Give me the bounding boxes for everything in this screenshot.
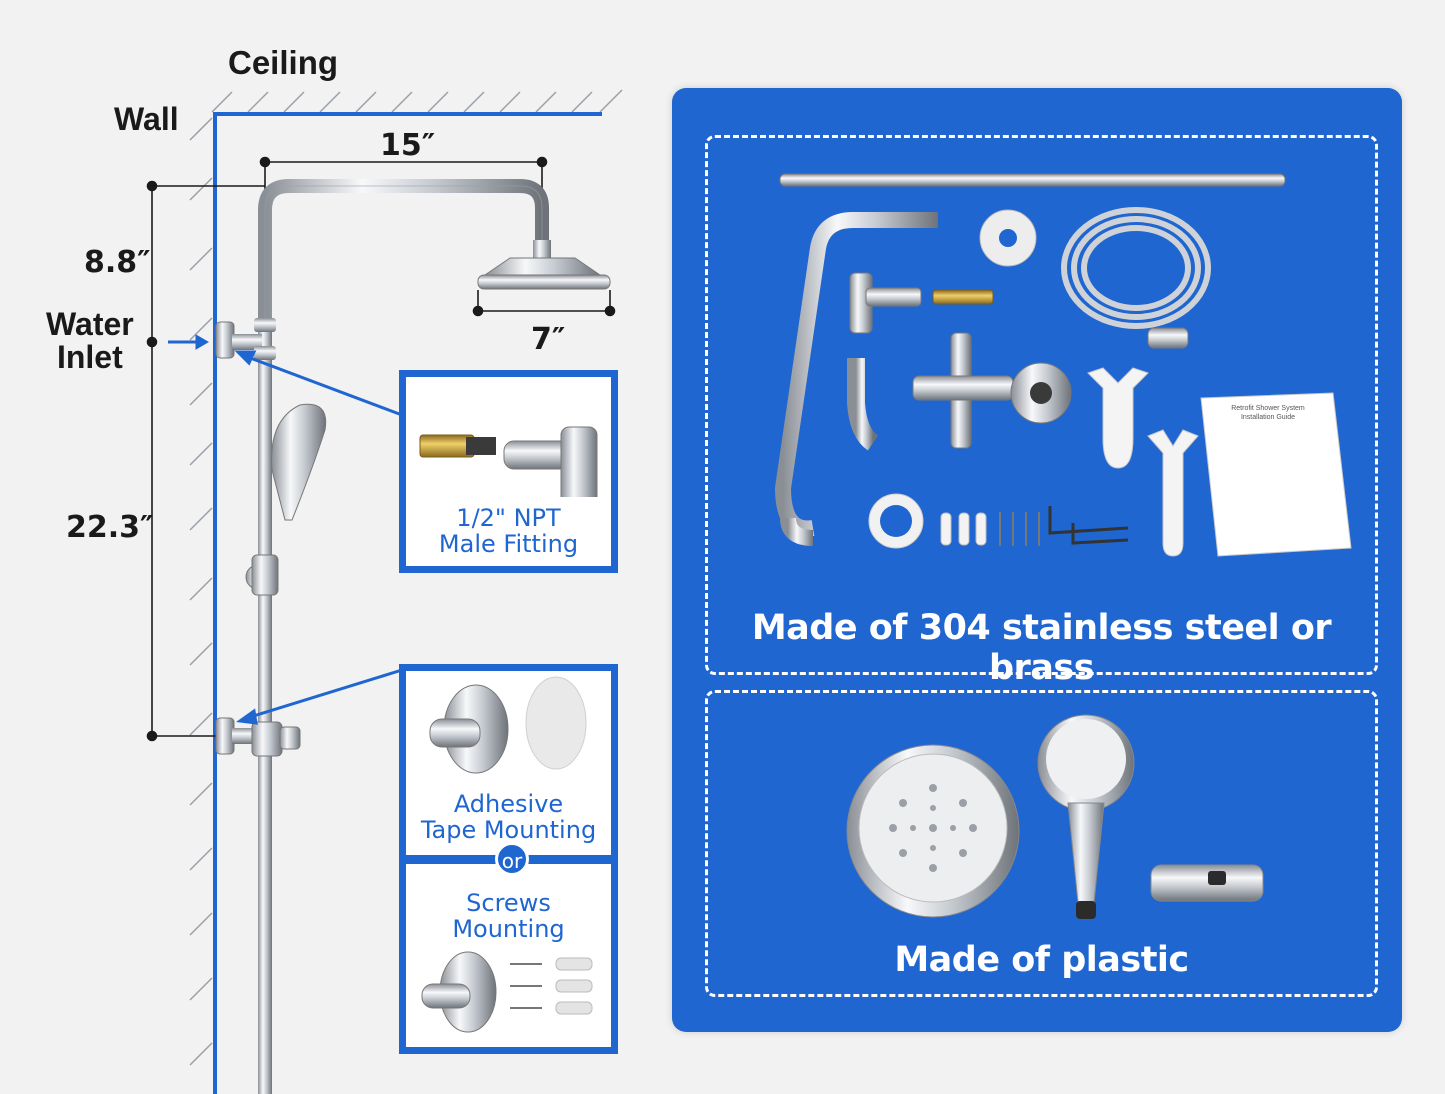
dimension-lines xyxy=(146,156,616,742)
callout-pointers xyxy=(234,350,403,725)
arm-drop-dimension: 8.8″ xyxy=(84,245,151,280)
water-inlet-label-line2: Inlet xyxy=(56,339,123,375)
adhesive-line2: Tape Mounting xyxy=(420,816,597,844)
wall-line xyxy=(213,112,602,1094)
manual-title: Retrofit Shower System Installation Guid… xyxy=(1208,404,1328,422)
metal-parts-illustration xyxy=(774,173,1352,557)
plastic-caption: Made of plastic xyxy=(894,940,1189,980)
plastic-parts-box: Made of plastic xyxy=(705,690,1378,997)
fitting-callout-line2: Male Fitting xyxy=(438,530,579,558)
water-inlet-arrow xyxy=(168,334,209,350)
mounting-callout: Adhesive Tape Mounting Screws Mounting xyxy=(399,664,618,1054)
screws-mount-icon xyxy=(421,951,593,1033)
adhesive-line1: Adhesive xyxy=(453,790,564,818)
fitting-callout-line1: 1/2" NPT xyxy=(456,504,561,532)
ceiling-label: Ceiling xyxy=(228,44,339,81)
ceiling-hatching xyxy=(211,89,623,113)
wall-label: Wall xyxy=(114,101,179,137)
arm-width-dimension: 15″ xyxy=(380,128,436,163)
head-diameter-dimension: 7″ xyxy=(531,322,566,357)
fitting-callout: 1/2" NPT Male Fitting xyxy=(399,370,618,573)
manual-title-line1: Retrofit Shower System xyxy=(1231,405,1305,412)
screws-line2: Mounting xyxy=(452,915,565,943)
adhesive-option: Adhesive Tape Mounting xyxy=(406,671,611,855)
wall-hatching xyxy=(189,117,213,1066)
screws-option: Screws Mounting xyxy=(406,864,611,1047)
metal-parts-box: Retrofit Shower System Installation Guid… xyxy=(705,135,1378,688)
metal-caption: Made of 304 stainless steel or brass xyxy=(751,608,1332,688)
screws-line1: Screws xyxy=(466,889,551,917)
adhesive-mount-icon xyxy=(429,676,587,774)
bar-height-dimension: 22.3″ xyxy=(66,510,154,545)
water-inlet-label-line1: Water xyxy=(46,306,134,342)
or-badge: or xyxy=(495,842,529,876)
male-fitting-icon xyxy=(419,426,598,497)
plastic-parts-illustration xyxy=(846,714,1264,919)
manual-title-line2: Installation Guide xyxy=(1240,414,1296,421)
water-inlet-label: Water Inlet xyxy=(46,308,134,374)
parts-panel: Retrofit Shower System Installation Guid… xyxy=(672,88,1402,1032)
